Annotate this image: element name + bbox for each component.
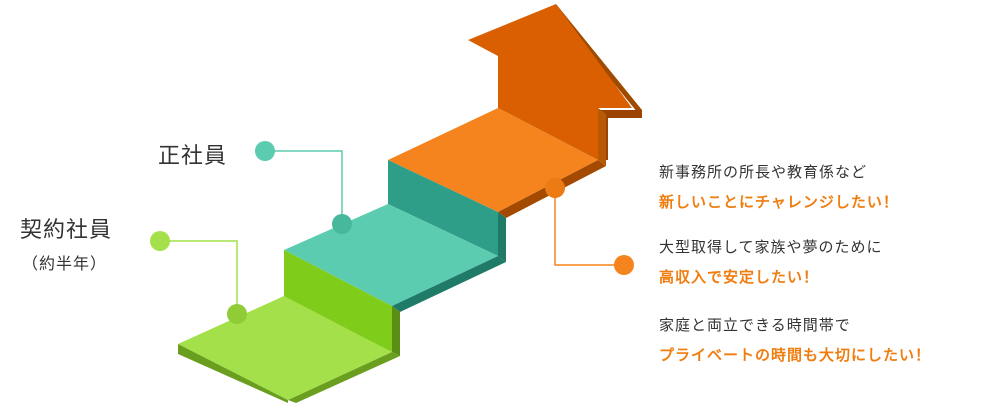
arrow-side-face: [556, 4, 642, 118]
connector-contract-dot: [150, 231, 170, 251]
wish-item: 新事務所の所長や教育係など 新しいことにチャレンジしたい！: [659, 162, 899, 212]
wish-highlight: 新しいことにチャレンジしたい！: [659, 193, 899, 211]
step-1-edge-right: [288, 352, 400, 403]
regular-employee-label: 正社員: [158, 144, 228, 169]
step-2-riser-side: [392, 306, 400, 356]
wish-highlight: 高収入で安定したい！: [659, 268, 820, 286]
contract-duration-note: （約半年）: [22, 254, 108, 273]
step-3-riser: [388, 160, 498, 256]
wish-text: 家庭と両立できる時間帯で: [659, 316, 851, 334]
wish-item: 大型取得して家族や夢のために 高収入で安定したい！: [659, 237, 883, 287]
connector-contract-anchor: [227, 304, 247, 324]
step-3-riser-side: [498, 212, 506, 262]
wish-item: 家庭と両立できる時間帯で プライベートの時間も大切にしたい！: [659, 315, 931, 365]
step-1-edge: [178, 344, 288, 403]
connector-wishes: [554, 188, 624, 266]
connector-wishes-anchor: [545, 178, 565, 198]
step-2-edge: [392, 256, 506, 312]
connector-wishes-dot: [614, 255, 634, 275]
wish-text: 新事務所の所長や教育係など: [659, 163, 868, 181]
connector-regular: [265, 150, 343, 224]
contract-employee-label: 契約社員: [20, 218, 113, 243]
step-2-riser: [284, 250, 392, 352]
wish-text: 大型取得して家族や夢のために: [659, 238, 883, 256]
arrow-side-face-lower: [600, 110, 642, 160]
wish-highlight: プライベートの時間も大切にしたい！: [659, 346, 932, 364]
arrow-front-face: [468, 4, 632, 160]
connector-contract: [160, 240, 238, 314]
connector-regular-dot: [255, 141, 275, 161]
connector-regular-anchor: [332, 214, 352, 234]
step-3-right-rise: [598, 108, 606, 166]
